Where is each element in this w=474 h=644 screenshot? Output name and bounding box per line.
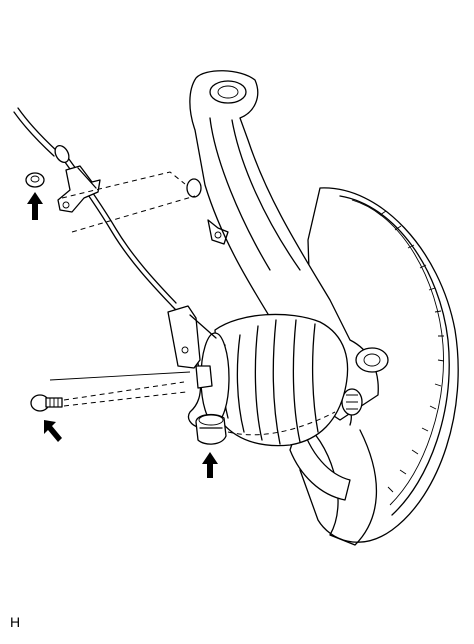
lower-wire-bracket bbox=[167, 305, 217, 389]
nut bbox=[25, 172, 45, 188]
arrow-icon-bolt bbox=[44, 420, 62, 442]
figure-label: H bbox=[10, 614, 21, 630]
wire-grommet bbox=[54, 144, 70, 164]
speed-sensor bbox=[195, 413, 227, 445]
upper-wire-bracket bbox=[57, 165, 101, 213]
arrow-icon-sensor bbox=[202, 452, 218, 478]
bolt bbox=[30, 394, 63, 412]
alignment-lines bbox=[49, 171, 336, 436]
drive-shaft-boot bbox=[200, 313, 349, 447]
arrow-icon-nut bbox=[27, 192, 43, 220]
sensor-wire-harness bbox=[13, 107, 202, 429]
